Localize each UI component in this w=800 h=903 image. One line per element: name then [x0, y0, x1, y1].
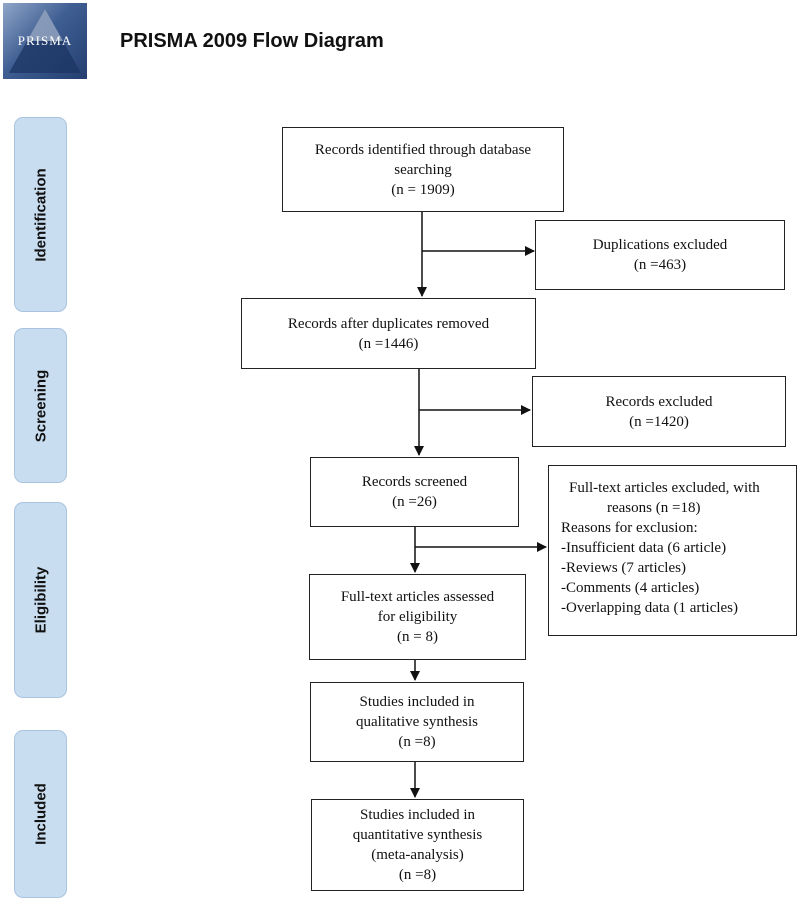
fulltext-assessed-count: (n = 8): [397, 629, 438, 645]
quantitative-synthesis-line-3: (meta-analysis): [371, 847, 464, 863]
quantitative-synthesis-line-2: quantitative synthesis: [352, 827, 483, 843]
fulltext-excluded-line-1: Full-text articles excluded, with: [569, 480, 760, 496]
qualitative-synthesis-count: (n =8): [398, 734, 436, 750]
qualitative-synthesis-box: Studies included in qualitative synthesi…: [310, 682, 524, 762]
records-identified-count: (n = 1909): [391, 181, 455, 198]
fulltext-assessed-line-2: for eligibility: [377, 609, 458, 625]
records-screened-box: Records screened (n =26): [310, 457, 519, 527]
duplicates-excluded-count: (n =463): [633, 257, 687, 273]
prisma-logo: PRISMA: [3, 3, 87, 79]
qualitative-synthesis-line-2: qualitative synthesis: [355, 714, 479, 730]
stage-screening: Screening: [14, 328, 67, 483]
duplicates-excluded-label: Duplications excluded: [592, 237, 728, 253]
prisma-logo-triangle: [9, 9, 81, 73]
fulltext-excluded-reason-4: -Overlapping data (1 articles): [561, 600, 739, 616]
records-after-duplicates-count: (n =1446): [358, 335, 419, 352]
records-identified-box: Records identified through database sear…: [282, 127, 564, 212]
quantitative-synthesis-line-1: Studies included in: [360, 807, 475, 823]
records-identified-line-1: Records identified through database: [314, 141, 532, 158]
fulltext-excluded-reason-3: -Comments (4 articles): [561, 580, 700, 596]
records-excluded-count: (n =1420): [629, 413, 689, 430]
prisma-logo-text: PRISMA: [17, 33, 73, 48]
fulltext-excluded-box: Full-text articles excluded, with reason…: [548, 465, 797, 636]
records-excluded-box: Records excluded (n =1420): [532, 376, 786, 447]
duplicates-excluded-box: Duplications excluded (n =463): [535, 220, 785, 290]
quantitative-synthesis-box: Studies included in quantitative synthes…: [311, 799, 524, 891]
stage-eligibility: Eligibility: [14, 502, 67, 698]
records-after-duplicates-label: Records after duplicates removed: [287, 315, 490, 332]
records-screened-label: Records screened: [361, 474, 468, 490]
fulltext-excluded-line-2: reasons (n =18): [607, 500, 701, 516]
stage-identification: Identification: [14, 117, 67, 312]
quantitative-synthesis-count: (n =8): [398, 867, 437, 883]
stage-included: Included: [14, 730, 67, 898]
fulltext-excluded-reason-1: -Insufficient data (6 article): [561, 540, 727, 556]
records-excluded-label: Records excluded: [605, 393, 713, 410]
page-title: PRISMA 2009 Flow Diagram: [120, 30, 384, 52]
records-identified-line-2: searching: [394, 161, 452, 178]
fulltext-assessed-box: Full-text articles assessed for eligibil…: [309, 574, 526, 660]
records-screened-count: (n =26): [392, 494, 437, 510]
records-after-duplicates-box: Records after duplicates removed (n =144…: [241, 298, 536, 369]
qualitative-synthesis-line-1: Studies included in: [359, 694, 475, 710]
fulltext-excluded-reason-2: -Reviews (7 articles): [561, 560, 686, 576]
fulltext-assessed-line-1: Full-text articles assessed: [340, 589, 495, 605]
fulltext-excluded-reasons-heading: Reasons for exclusion:: [561, 520, 698, 536]
